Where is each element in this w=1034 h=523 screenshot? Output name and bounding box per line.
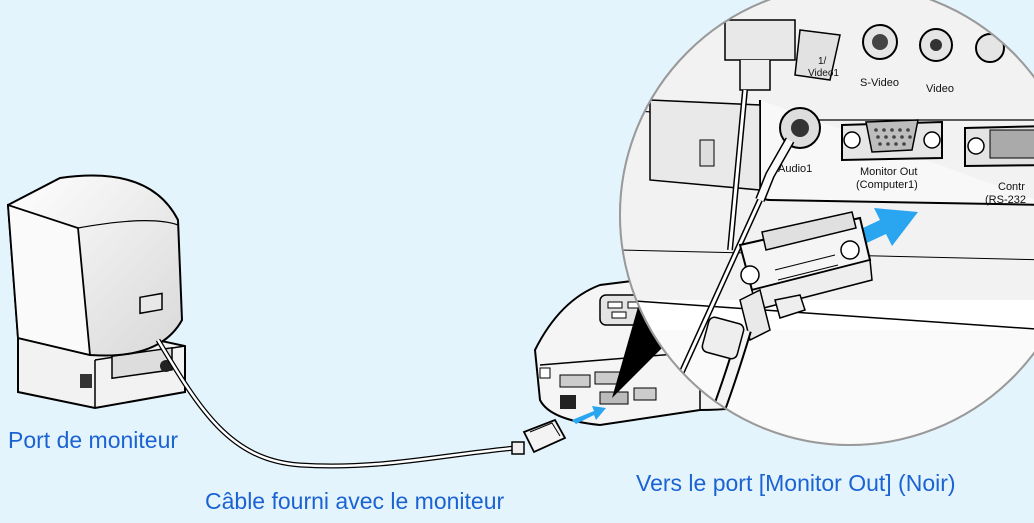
- crt-monitor: [6, 174, 186, 410]
- label-rs232: (RS-232: [985, 194, 1026, 206]
- vga-plug: [511, 418, 567, 455]
- caption-destination-port: Vers le port [Monitor Out] (Noir): [636, 470, 956, 496]
- label-control: Contr: [998, 181, 1025, 193]
- label-video: Video: [926, 83, 954, 95]
- label-computer1: (Computer1): [856, 179, 918, 191]
- label-audio1: Audio1: [778, 163, 812, 175]
- label-video1-partial: 1/: [818, 56, 827, 67]
- label-s-video: S-Video: [860, 77, 899, 89]
- small-arrow-icon: [572, 406, 606, 424]
- label-video1: Video1: [808, 68, 839, 79]
- label-monitor-out: Monitor Out: [860, 166, 917, 178]
- monitor-cable: [155, 338, 516, 469]
- zoom-detail: 1/ Video1 S-Video Video Audio1 Monitor O…: [619, 0, 1034, 446]
- caption-monitor-port: Port de moniteur: [8, 427, 179, 453]
- caption-supplied-cable: Câble fourni avec le moniteur: [205, 488, 505, 514]
